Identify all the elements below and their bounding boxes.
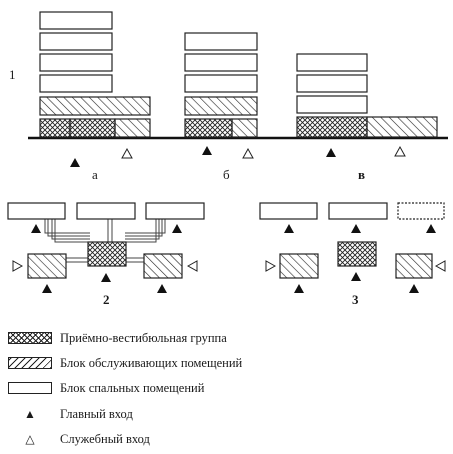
row-number-label: 1 <box>9 67 16 82</box>
main-entrance-icon <box>426 224 436 233</box>
filled-triangle-icon: ▲ <box>24 406 36 421</box>
main-entrance-icon <box>284 224 294 233</box>
service-entrance-icon <box>394 145 406 157</box>
hatch-swatch-icon <box>8 357 52 369</box>
sleeping-block <box>39 11 113 30</box>
sleeping-block <box>39 32 113 51</box>
main-entrance-icon <box>202 146 212 155</box>
service-entrance-icon <box>265 260 277 272</box>
scheme-3-label: 3 <box>352 292 359 307</box>
service-block <box>143 253 183 279</box>
variant-a-building <box>39 11 151 138</box>
main-entrance-icon <box>294 284 304 293</box>
main-entrance-icon <box>42 284 52 293</box>
sleeping-block <box>296 74 368 93</box>
sleeping-block <box>184 32 258 51</box>
legend-label: Главный вход <box>60 406 133 421</box>
variant-b-building <box>184 32 258 138</box>
reception-block <box>296 116 368 138</box>
reception-block <box>87 241 127 267</box>
legend-label: Приёмно-вестибюльная группа <box>60 330 227 345</box>
main-entrance-icon <box>326 148 336 157</box>
sleeping-block <box>39 74 113 93</box>
service-block <box>366 116 438 138</box>
sleeping-block <box>397 202 445 220</box>
legend-label: Блок спальных помещений <box>60 380 205 395</box>
service-entrance-icon <box>186 260 198 272</box>
reception-block <box>184 118 233 138</box>
main-entrance-icon <box>157 284 167 293</box>
crosshatch-swatch-icon <box>8 332 52 344</box>
legend-item-sleeping: Блок спальных помещений <box>8 380 204 396</box>
sleeping-block <box>145 202 205 220</box>
service-block <box>184 96 258 116</box>
legend-label: Блок обслуживающих помещений <box>60 355 243 370</box>
reception-block <box>69 118 116 138</box>
sleeping-block <box>296 53 368 72</box>
sleeping-block <box>184 74 258 93</box>
sleeping-block <box>259 202 318 220</box>
variant-a-label: а <box>92 167 98 182</box>
service-entrance-icon <box>242 147 254 159</box>
main-entrance-icon <box>70 158 80 167</box>
main-entrance-icon <box>351 224 361 233</box>
service-block <box>27 253 67 279</box>
plain-swatch-icon <box>8 382 52 394</box>
legend-item-reception: Приёмно-вестибюльная группа <box>8 330 227 346</box>
main-entrance-icon <box>101 273 111 282</box>
service-block <box>395 253 433 279</box>
sleeping-block <box>7 202 66 220</box>
legend-item-service: Блок обслуживающих помещений <box>8 355 242 371</box>
variant-b-label: б <box>223 167 230 182</box>
main-entrance-icon <box>31 224 41 233</box>
sleeping-block <box>76 202 136 220</box>
sleeping-block <box>39 53 113 72</box>
legend-label: Служебный вход <box>60 431 150 446</box>
main-entrance-icon <box>409 284 419 293</box>
reception-block <box>39 118 71 138</box>
sleeping-block <box>328 202 388 220</box>
main-entrance-icon <box>351 272 361 281</box>
scheme-2-label: 2 <box>103 292 110 307</box>
legend-item-main-entrance: ▲ Главный вход <box>8 406 133 422</box>
scheme-2 <box>7 202 205 279</box>
service-block <box>39 96 151 116</box>
variant-v-building <box>296 53 438 138</box>
main-entrance-icon <box>172 224 182 233</box>
service-entrance-icon <box>12 260 24 272</box>
sleeping-block <box>184 53 258 72</box>
service-block <box>279 253 319 279</box>
legend-item-service-entrance: △ Служебный вход <box>8 431 150 447</box>
service-block <box>231 118 258 138</box>
service-entrance-icon <box>121 147 133 159</box>
service-block <box>114 118 151 138</box>
scheme-2-connectors <box>44 219 166 263</box>
variant-v-label: в <box>358 167 366 182</box>
scheme-3 <box>259 202 445 279</box>
sleeping-block <box>296 95 368 114</box>
service-entrance-icon <box>434 260 446 272</box>
reception-block <box>337 241 377 267</box>
hollow-triangle-icon: △ <box>25 431 35 446</box>
